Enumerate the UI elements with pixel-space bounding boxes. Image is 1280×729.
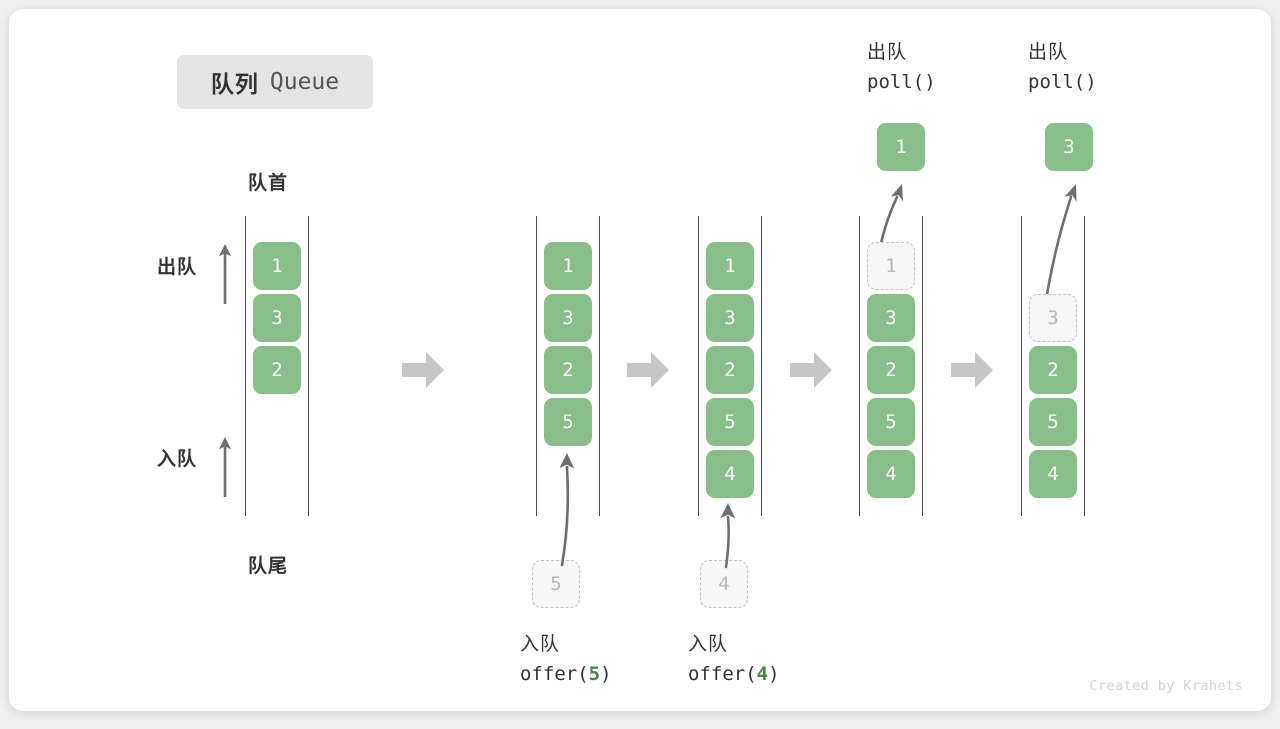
rail-left (698, 216, 699, 516)
queue-column-5: 3 2 5 4 (1021, 216, 1085, 516)
operation-cn: 出队 (867, 42, 908, 63)
queue-element: 5 (1029, 398, 1077, 446)
caption-cn: 入队 (688, 634, 729, 655)
removed-element: 1 (867, 242, 915, 290)
queue-column-4: 1 3 2 5 4 (859, 216, 923, 516)
operation-label-poll-3: 出队 poll() (1028, 39, 1097, 97)
queue-element: 1 (544, 242, 592, 290)
credit-text: Created by Krahets (1089, 678, 1243, 694)
enqueue-direction-label: 入队 (157, 449, 198, 470)
operation-code: poll() (1028, 70, 1097, 93)
polled-element: 1 (877, 123, 925, 171)
caption-cn: 入队 (520, 634, 561, 655)
queue-element: 3 (706, 294, 754, 342)
rail-right (599, 216, 600, 516)
caption-code: offer(5) (520, 662, 612, 685)
queue-element-new: 4 (706, 450, 754, 498)
rail-right (1084, 216, 1085, 516)
queue-element: 2 (253, 346, 301, 394)
dequeue-direction-arrow-icon (218, 244, 232, 304)
queue-element: 3 (253, 294, 301, 342)
queue-element: 3 (867, 294, 915, 342)
caption-offer-5: 入队 offer(5) (520, 631, 612, 689)
rail-left (1021, 216, 1022, 516)
operation-code: poll() (867, 70, 936, 93)
queue-column-2: 1 3 2 5 (536, 216, 600, 516)
operation-label-poll-1: 出队 poll() (867, 39, 936, 97)
queue-element: 2 (1029, 346, 1077, 394)
queue-element: 1 (706, 242, 754, 290)
queue-element: 2 (867, 346, 915, 394)
caption-code: offer(4) (688, 662, 780, 685)
pending-enqueue-element: 5 (532, 560, 580, 608)
queue-column-3: 1 3 2 5 4 (698, 216, 762, 516)
rail-right (308, 216, 309, 516)
queue-element: 3 (544, 294, 592, 342)
rail-right (922, 216, 923, 516)
rail-left (536, 216, 537, 516)
flow-separator-arrow-icon (627, 352, 669, 388)
queue-column-1: 1 3 2 (245, 216, 309, 516)
queue-element-new: 5 (544, 398, 592, 446)
rail-right (761, 216, 762, 516)
rail-left (245, 216, 246, 516)
pending-enqueue-element: 4 (700, 560, 748, 608)
flow-separator-arrow-icon (402, 352, 444, 388)
operation-cn: 出队 (1028, 42, 1069, 63)
rail-left (859, 216, 860, 516)
dequeue-direction-label: 出队 (157, 257, 198, 278)
queue-element: 4 (1029, 450, 1077, 498)
title-cn: 队列 (210, 71, 259, 97)
queue-head-label: 队首 (248, 173, 289, 194)
title-badge: 队列 Queue (177, 55, 373, 109)
queue-element: 5 (867, 398, 915, 446)
title-en: Queue (269, 69, 340, 95)
flow-separator-arrow-icon (790, 352, 832, 388)
queue-element: 2 (544, 346, 592, 394)
queue-element: 5 (706, 398, 754, 446)
queue-tail-label: 队尾 (248, 556, 289, 577)
removed-element: 3 (1029, 294, 1077, 342)
flow-separator-arrow-icon (951, 352, 993, 388)
diagram-canvas: 队列 Queue 队首 队尾 出队 入队 1 3 2 1 3 2 5 5 (9, 9, 1271, 711)
queue-element: 2 (706, 346, 754, 394)
queue-element: 1 (253, 242, 301, 290)
polled-element: 3 (1045, 123, 1093, 171)
enqueue-direction-arrow-icon (218, 437, 232, 497)
queue-element: 4 (867, 450, 915, 498)
caption-offer-4: 入队 offer(4) (688, 631, 780, 689)
